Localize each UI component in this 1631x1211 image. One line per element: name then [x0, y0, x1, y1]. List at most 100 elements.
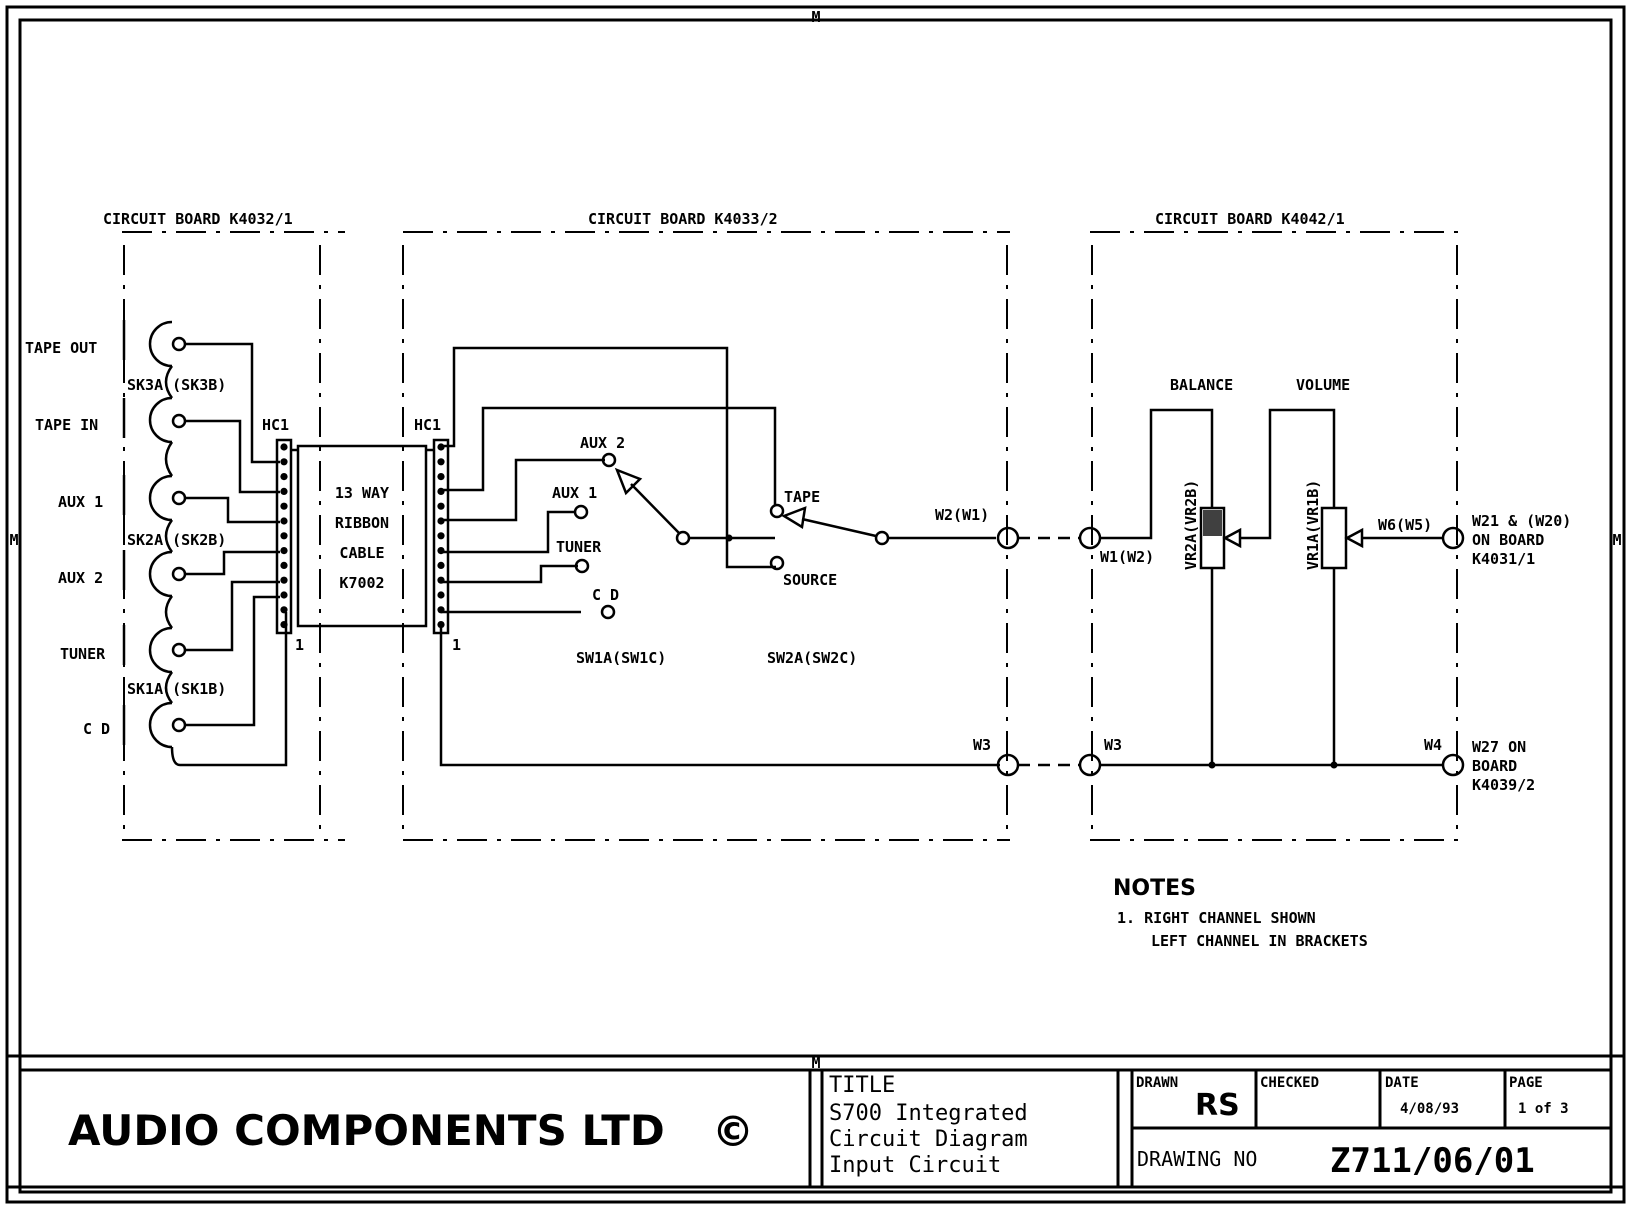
switch1-label-aux1: AUX 1 — [552, 484, 597, 502]
frame-mark-bottom: M — [811, 1054, 820, 1072]
switch1-label-aux2: AUX 2 — [580, 434, 625, 452]
switch1-name: SW1A(SW1C) — [576, 649, 666, 667]
drawing-frame: M M M M — [5, 5, 1626, 1204]
connector-pin — [437, 561, 445, 570]
drawn-value: RS — [1195, 1088, 1240, 1123]
connector-pin — [280, 443, 288, 451]
wire-label-w2: W2(W1) — [935, 506, 989, 524]
frame-mark-top: M — [811, 8, 820, 26]
title-line-3: Input Circuit — [829, 1153, 1001, 1178]
connector-pin — [280, 487, 288, 495]
board3-wiring — [1100, 408, 1443, 769]
title-line-1: S700 Integrated — [829, 1101, 1028, 1126]
connector-pin — [437, 591, 445, 599]
wire-label-w21-line1: W21 & (W20) — [1472, 512, 1571, 530]
ribbon-label-2: RIBBON — [335, 514, 389, 532]
socket-wiring — [185, 342, 280, 727]
interboard-links — [996, 526, 1465, 777]
board-label-k4033: CIRCUIT BOARD K4033/2 — [588, 210, 778, 228]
connector-pin — [280, 576, 288, 584]
connector-hc1-left — [275, 438, 293, 635]
wire-label-w27-line2: BOARD — [1472, 757, 1517, 775]
connector-pin — [280, 458, 288, 466]
ribbon-label-4: K7002 — [339, 574, 384, 592]
title-label: TITLE — [829, 1073, 895, 1098]
date-label: DATE — [1385, 1075, 1419, 1091]
ribbon-cable — [296, 444, 428, 628]
connector-pin — [437, 473, 445, 481]
title-block — [808, 1070, 1611, 1187]
connector-pin — [280, 547, 288, 555]
socket-ref-sk3: SK3A (SK3B) — [127, 376, 226, 394]
connector-pin — [280, 561, 288, 570]
page-value: 1 of 3 — [1518, 1101, 1569, 1117]
connector-pin — [280, 606, 288, 614]
wire-label-w3-left: W3 — [973, 736, 991, 754]
socket-label-aux1: AUX 1 — [58, 493, 103, 511]
switch1-label-cd: C D — [592, 586, 619, 604]
copyright-symbol: © — [712, 1107, 754, 1156]
notes-line-1: 1. RIGHT CHANNEL SHOWN — [1117, 909, 1316, 927]
board-label-k4032: CIRCUIT BOARD K4032/1 — [103, 210, 293, 228]
connector-pin — [437, 621, 445, 629]
control-ref-vr1: VR1A(VR1B) — [1304, 480, 1322, 570]
wire-label-w27-line3: K4039/2 — [1472, 776, 1535, 794]
control-ref-vr2: VR2A(VR2B) — [1182, 480, 1200, 570]
connector-pin — [280, 517, 288, 525]
connector-pin — [437, 532, 445, 540]
socket-ref-sk1: SK1A (SK1B) — [127, 680, 226, 698]
switch2-name: SW2A(SW2C) — [767, 649, 857, 667]
board-label-k4042: CIRCUIT BOARD K4042/1 — [1155, 210, 1345, 228]
switch1-label-tuner: TUNER — [556, 538, 602, 556]
control-label-volume: VOLUME — [1296, 376, 1350, 394]
drawing-no-value: Z711/06/01 — [1330, 1141, 1535, 1181]
checked-label: CHECKED — [1260, 1075, 1319, 1091]
connector-pin1-left: 1 — [295, 636, 304, 654]
connector-pin — [437, 502, 445, 510]
socket-ref-sk2: SK2A (SK2B) — [127, 531, 226, 549]
connector-pin — [280, 473, 288, 481]
connector-label-hc1-left: HC1 — [262, 416, 289, 434]
connector-pin — [280, 502, 288, 510]
volume-pot — [1320, 506, 1348, 570]
drawn-label: DRAWN — [1136, 1075, 1178, 1091]
wire-label-w1: W1(W2) — [1100, 548, 1154, 566]
connector-label-hc1-right: HC1 — [414, 416, 441, 434]
wire-label-w21-line2: ON BOARD — [1472, 531, 1544, 549]
board2-wiring — [439, 346, 1000, 767]
ribbon-label-3: CABLE — [339, 544, 384, 562]
frame-mark-right: M — [1612, 531, 1621, 549]
page-label: PAGE — [1509, 1075, 1543, 1091]
board-boundaries — [122, 231, 1460, 841]
connector-pin — [437, 458, 445, 466]
wire-label-w3-right: W3 — [1104, 736, 1122, 754]
frame-mark-left: M — [9, 531, 18, 549]
company-name: AUDIO COMPONENTS LTD — [68, 1106, 665, 1155]
switch2-label-source: SOURCE — [783, 571, 837, 589]
connector-pin — [280, 621, 288, 629]
socket-label-tape-in: TAPE IN — [35, 416, 98, 434]
switch2-label-tape: TAPE — [784, 488, 820, 506]
wire-label-w27-line1: W27 ON — [1472, 738, 1526, 756]
connector-pin — [280, 591, 288, 599]
socket-label-aux2: AUX 2 — [58, 569, 103, 587]
connector-pin1-right: 1 — [452, 636, 461, 654]
connector-hc1-right — [432, 438, 450, 635]
socket-label-tape-out: TAPE OUT — [25, 339, 97, 357]
notes-line-2: LEFT CHANNEL IN BRACKETS — [1151, 932, 1368, 950]
wire-label-w21-line3: K4031/1 — [1472, 550, 1535, 568]
control-label-balance: BALANCE — [1170, 376, 1233, 394]
phono-sockets — [122, 320, 288, 767]
connector-pin — [280, 532, 288, 540]
switch-sw2 — [769, 503, 996, 571]
socket-label-tuner: TUNER — [60, 645, 106, 663]
date-value: 4/08/93 — [1400, 1101, 1459, 1117]
socket-label-cd: C D — [83, 720, 110, 738]
switch-sw1 — [573, 452, 775, 620]
drawing-no-label: DRAWING NO — [1137, 1147, 1257, 1171]
wire-label-w4: W4 — [1424, 736, 1442, 754]
ribbon-label-1: 13 WAY — [335, 484, 389, 502]
title-line-2: Circuit Diagram — [829, 1127, 1028, 1152]
